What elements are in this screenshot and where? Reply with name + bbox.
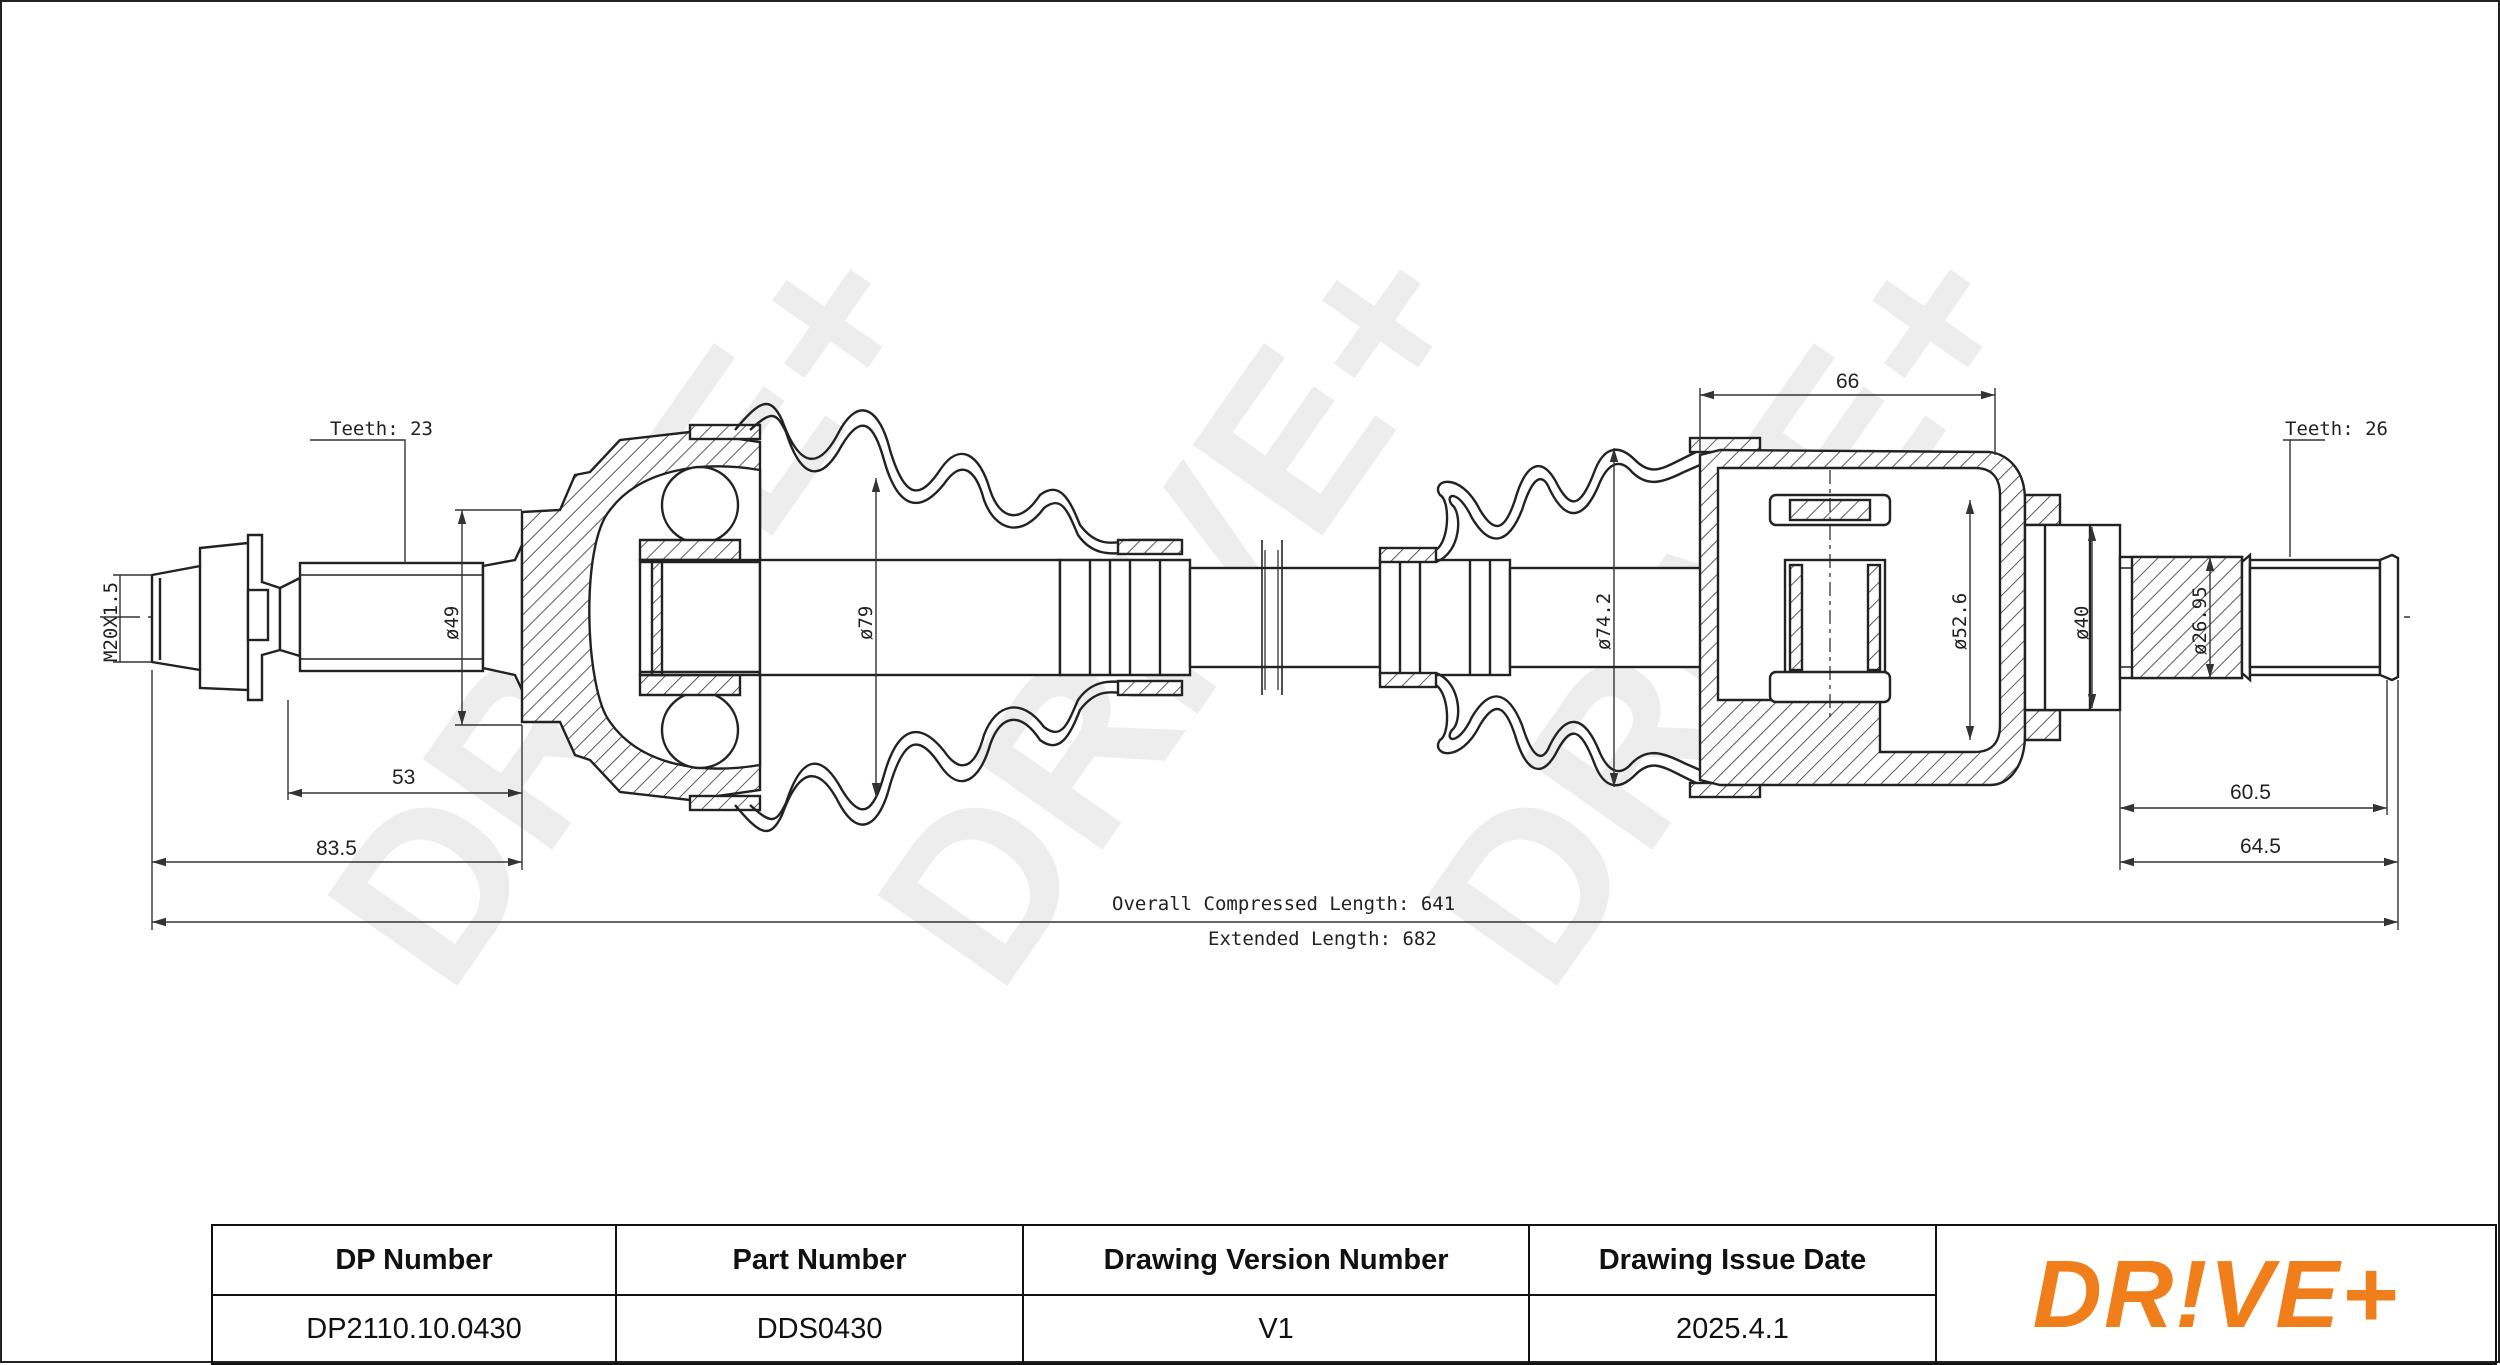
overall-compressed-length: Overall Compressed Length: 641 bbox=[1112, 893, 1455, 915]
header-drawing-version: Drawing Version Number bbox=[1022, 1224, 1531, 1296]
dia-79-label: ø79 bbox=[855, 606, 877, 640]
header-dp-number: DP Number bbox=[210, 1224, 618, 1296]
teeth-left-label: Teeth: 23 bbox=[330, 418, 433, 440]
dia-49-label: ø49 bbox=[441, 606, 463, 640]
teeth-right-label: Teeth: 26 bbox=[2285, 418, 2388, 440]
dim-60-5-label: 60.5 bbox=[2230, 781, 2271, 804]
dim-64-5-label: 64.5 bbox=[2240, 835, 2281, 858]
dimension-lines bbox=[113, 388, 2399, 930]
brand-logo-cell: DR!VE+ bbox=[1934, 1224, 2498, 1365]
right-stub-shaft bbox=[2118, 552, 2400, 683]
dia-40-label: ø40 bbox=[2071, 606, 2093, 640]
left-stub-shaft bbox=[150, 533, 524, 702]
header-issue-date: Drawing Issue Date bbox=[1528, 1224, 1937, 1296]
main-shaft bbox=[758, 540, 1712, 695]
title-block: DP Number Part Number Drawing Version Nu… bbox=[210, 1224, 2498, 1365]
dim-83-5-label: 83.5 bbox=[316, 837, 357, 860]
drawing-version-value: V1 bbox=[1022, 1294, 1531, 1365]
outer-boot bbox=[734, 402, 1184, 833]
header-part-number: Part Number bbox=[615, 1224, 1025, 1296]
thread-label: M20X1.5 bbox=[100, 582, 122, 662]
part-number-value: DDS0430 bbox=[615, 1294, 1025, 1365]
dia-52-6-label: ø52.6 bbox=[1949, 593, 1971, 650]
outer-cv-joint bbox=[520, 423, 762, 812]
inner-boot bbox=[1378, 436, 1762, 799]
issue-date-value: 2025.4.1 bbox=[1528, 1294, 1937, 1365]
dp-number-value: DP2110.10.0430 bbox=[210, 1294, 618, 1365]
dia-26-95-label: ø26.95 bbox=[2189, 586, 2211, 655]
dia-74-2-label: ø74.2 bbox=[1593, 593, 1615, 650]
extended-length: Extended Length: 682 bbox=[1208, 928, 1437, 950]
dim-66-label: 66 bbox=[1836, 370, 1859, 393]
dim-53-label: 53 bbox=[392, 766, 415, 789]
inner-tripod-joint bbox=[1698, 448, 2122, 787]
brand-logo: DR!VE+ bbox=[2032, 1240, 2400, 1348]
